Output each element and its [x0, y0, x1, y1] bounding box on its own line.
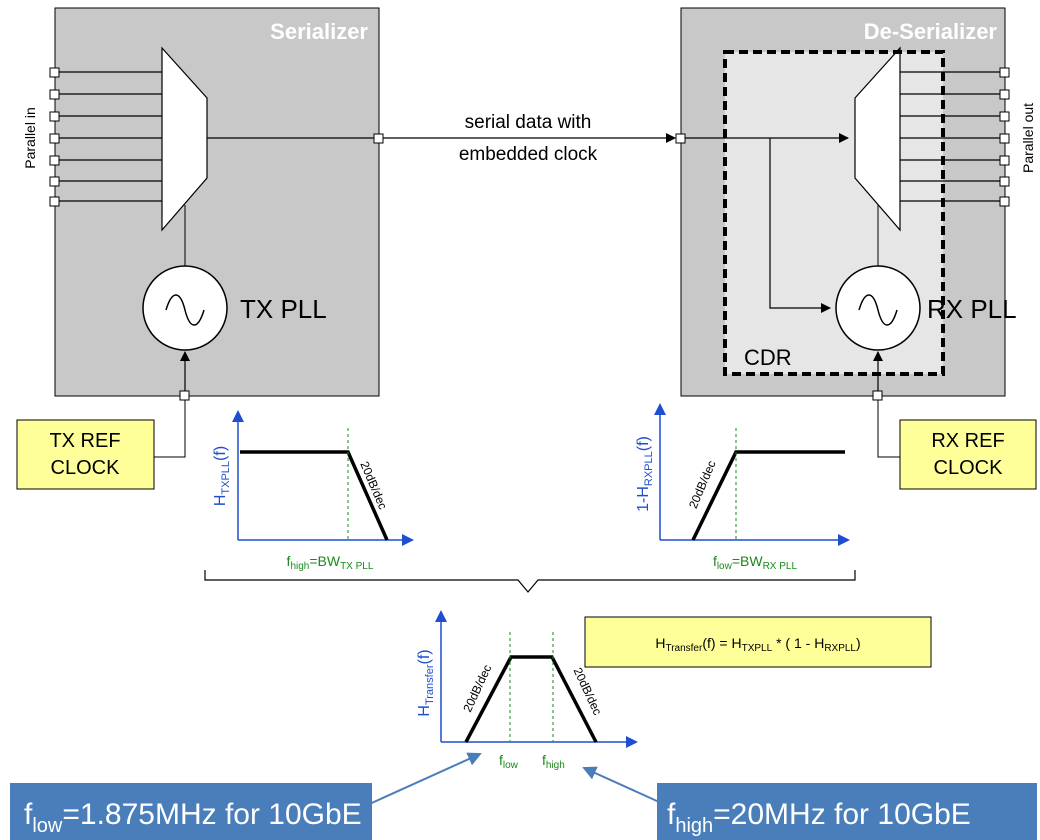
serializer-mux: [161, 46, 208, 232]
callout-flow: flow=1.875MHz for 10GbE: [10, 752, 482, 840]
parallel-in-pins: [49, 67, 60, 207]
rx-slope-label: 20dB/dec: [686, 458, 719, 510]
serializer-block: Serializer Parallel in: [22, 7, 384, 458]
deserializer-demux: [854, 46, 901, 232]
transfer-plot-ylabel: HTransfer(f): [416, 649, 436, 716]
tx-pll-response-plot: 20dB/dec HTXPLL(f) fhigh=BWTX PLL: [212, 410, 414, 572]
tx-plot-xlabel: fhigh=BWTX PLL: [287, 553, 374, 572]
rx-pll-response-plot: 20dB/dec 1-HRXPLL(f) flow=BWRX PLL: [635, 403, 850, 572]
rx-ref-line2: CLOCK: [934, 457, 1004, 479]
combine-brace: [204, 570, 856, 593]
serial-link: serial data with embedded clock: [383, 112, 676, 165]
rx-ref-line1: RX REF: [931, 430, 1004, 452]
rx-ref-clock-box: RX REF CLOCK: [899, 419, 1037, 490]
callout-fhigh-text: fhigh=20MHz for 10GbE: [667, 798, 971, 837]
serializer-title: Serializer: [270, 19, 368, 44]
tx-ref-line2: CLOCK: [51, 457, 121, 479]
link-label-line2: embedded clock: [459, 144, 598, 165]
deserializer-title: De-Serializer: [864, 19, 998, 44]
rx-plot-xlabel: flow=BWRX PLL: [713, 553, 798, 572]
rx-plot-ylabel: 1-HRXPLL(f): [635, 436, 655, 512]
cdr-boundary: [723, 50, 945, 376]
deserializer-in-pin: [675, 133, 686, 144]
parallel-out-lines: [900, 71, 1001, 202]
transfer-slope-right: 20dB/dec: [571, 665, 605, 717]
deserializer-block: De-Serializer Parallel out: [675, 7, 1036, 458]
parallel-out-label: Parallel out: [1020, 103, 1036, 173]
sine-icon: [165, 294, 205, 326]
rx-pll-label: RX PLL: [927, 294, 1017, 324]
link-label-line1: serial data with: [465, 112, 592, 133]
transfer-slope-left: 20dB/dec: [460, 662, 494, 714]
rx-ref-pin: [872, 390, 883, 401]
tx-ref-line1: TX REF: [49, 430, 120, 452]
transfer-formula-box: HTransfer(f) = HTXPLL * ( 1 - HRXPLL): [584, 616, 932, 668]
tx-ref-pin: [179, 390, 190, 401]
cdr-label: CDR: [744, 345, 792, 370]
tx-plot-ylabel: HTXPLL(f): [212, 446, 232, 506]
parallel-out-pins: [999, 67, 1010, 207]
callout-fhigh: fhigh=20MHz for 10GbE: [582, 766, 1037, 840]
transfer-formula: HTransfer(f) = HTXPLL * ( 1 - HRXPLL): [655, 635, 860, 654]
serializer-out-pin: [373, 133, 384, 144]
tx-pll-label: TX PLL: [240, 294, 327, 324]
transfer-fhigh-label: fhigh: [542, 752, 565, 771]
transfer-flow-label: flow: [499, 752, 519, 771]
sine-icon: [858, 294, 898, 326]
parallel-in-lines: [55, 71, 162, 202]
callout-flow-text: flow=1.875MHz for 10GbE: [24, 798, 362, 837]
tx-ref-clock-box: TX REF CLOCK: [16, 419, 155, 490]
parallel-in-label: Parallel in: [22, 107, 38, 168]
